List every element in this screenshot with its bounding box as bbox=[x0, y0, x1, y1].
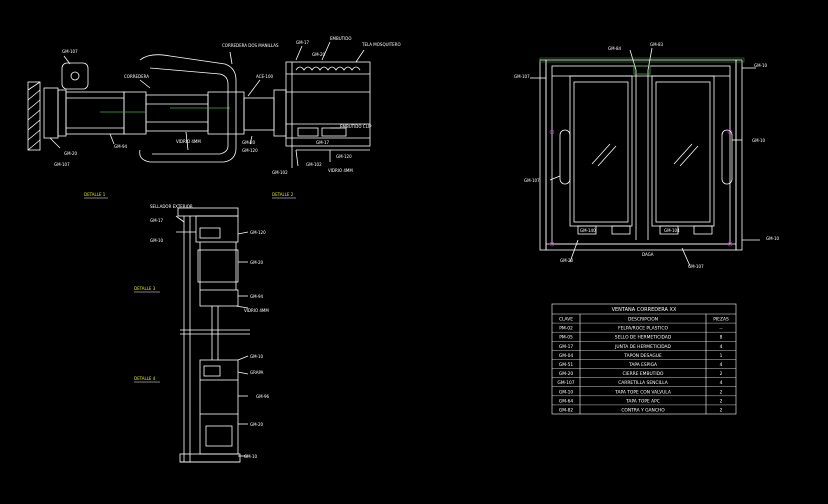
table-cell: GM-82 bbox=[559, 407, 574, 413]
label-e11: GM-104 bbox=[664, 228, 680, 233]
parts-table-rows: CLAVE DESCRIPCION PIEZAS PM-02 FELPA/ROCE PL… bbox=[552, 317, 736, 413]
label-a10: GM-120 bbox=[242, 148, 258, 153]
vertical-section-detail bbox=[175, 207, 250, 463]
label-a15: EMBUTIDO CLIP bbox=[340, 124, 372, 129]
section-tag-3: DETALLE 3 bbox=[134, 286, 156, 291]
label-a14: GM-20 bbox=[312, 52, 326, 57]
table-cell: -- bbox=[719, 327, 723, 332]
table-cell: GM-107 bbox=[557, 380, 574, 386]
label-v7: VIDRIO 4MM bbox=[244, 308, 269, 313]
horizontal-section-labels: GM-107 CORREDERA DOS MANILLAS CORREDERA … bbox=[54, 36, 401, 197]
label-v1: SELLADOR EXTERIOR bbox=[150, 204, 193, 209]
table-header-cell: CLAVE bbox=[559, 317, 573, 323]
window-elevation bbox=[530, 47, 760, 267]
table-cell: PM-02 bbox=[559, 326, 573, 332]
label-e9: GM-107 bbox=[688, 264, 704, 269]
table-cell: 2 bbox=[720, 389, 723, 395]
label-a12: TELA MOSQUITERO bbox=[361, 42, 401, 47]
parts-table bbox=[551, 303, 737, 415]
latch-block bbox=[61, 62, 89, 90]
table-cell: TAPA TOPE APC bbox=[625, 398, 660, 404]
vertical-section-labels: SELLADOR EXTERIOR GM-17 GM-10 GM-120 GM-… bbox=[134, 204, 270, 459]
table-cell: TAPON DESAGUE bbox=[623, 353, 662, 359]
label-v2: GM-17 bbox=[150, 218, 164, 223]
label-v9: GRAPA bbox=[250, 370, 264, 375]
label-e7: GM-20 bbox=[560, 258, 574, 263]
table-cell: 8 bbox=[720, 335, 723, 341]
table-cell: GM-10 bbox=[559, 389, 574, 395]
label-e5: GM-10 bbox=[752, 138, 766, 143]
label-a6: GM-20 bbox=[64, 151, 78, 156]
table-cell: CONTRA Y GANCHO bbox=[621, 407, 665, 413]
section-tag-4: DETALLE 4 bbox=[134, 376, 156, 381]
table-cell: 2 bbox=[720, 371, 723, 377]
table-cell: 2 bbox=[720, 407, 723, 413]
label-a11: EMBUTIDO bbox=[330, 36, 352, 41]
window-elevation-labels: GM-84 GM-83 GM-10 GM-107 GM-10 GM-107 GM… bbox=[514, 42, 780, 269]
label-a17: GM-120 bbox=[336, 154, 352, 159]
horizontal-section-detail bbox=[27, 41, 371, 168]
table-cell: 4 bbox=[720, 380, 723, 386]
table-cell: TAPA TOPE CON VALVULA bbox=[614, 389, 671, 395]
label-a1: GM-107 bbox=[62, 49, 78, 54]
table-cell: JUNTA DE HERMETICIDAD bbox=[614, 344, 671, 350]
window-elevation-accents bbox=[539, 57, 745, 247]
label-a5: GM-107 bbox=[54, 162, 70, 167]
table-cell: GM-04 bbox=[559, 353, 574, 359]
sash-handle-outline bbox=[139, 54, 237, 163]
table-cell: 4 bbox=[720, 362, 723, 368]
table-header-cell: DESCRIPCION bbox=[628, 317, 658, 323]
label-a9: GM-20 bbox=[242, 140, 256, 145]
table-cell: TAPA ESPIGA bbox=[628, 362, 657, 368]
table-cell: GM-51 bbox=[559, 362, 574, 368]
label-a8: ACE-100 bbox=[256, 74, 274, 79]
table-cell: 4 bbox=[720, 344, 723, 350]
label-e6: GM-107 bbox=[524, 178, 540, 183]
label-e10: GM-140 bbox=[580, 228, 596, 233]
label-a13: GM-17 bbox=[296, 40, 310, 45]
label-a4: VIDRIO 4MM bbox=[176, 139, 201, 144]
label-e3: GM-10 bbox=[754, 63, 768, 68]
label-v3: GM-10 bbox=[150, 238, 164, 243]
label-v8: GM-10 bbox=[250, 354, 264, 359]
label-a3: CORREDERA bbox=[124, 74, 149, 79]
label-v5: GM-20 bbox=[250, 260, 264, 265]
label-a18: GM-102 bbox=[272, 170, 288, 175]
label-v6: GM-94 bbox=[250, 294, 264, 299]
label-e12: DAGA bbox=[642, 252, 654, 257]
table-cell: CIERRE EMBUTIDO bbox=[622, 371, 664, 377]
label-v11: GM-20 bbox=[250, 422, 264, 427]
section-tag-2: DETALLE 2 bbox=[272, 192, 294, 197]
label-v12: GM-10 bbox=[244, 454, 258, 459]
label-a16: GM-17 bbox=[316, 140, 330, 145]
table-header-cell: PIEZAS bbox=[713, 317, 729, 323]
table-cell: GM-20 bbox=[559, 371, 574, 377]
label-a19: VIDRIO 4MM bbox=[328, 168, 353, 173]
label-v4: GM-120 bbox=[250, 230, 266, 235]
table-cell: GM-64 bbox=[559, 398, 574, 404]
table-cell: GM-17 bbox=[559, 344, 574, 350]
table-cell: 1 bbox=[720, 353, 723, 359]
label-e2: GM-83 bbox=[650, 42, 664, 47]
table-cell: SELLO DE HERMETICIDAD bbox=[615, 335, 672, 341]
label-e8: GM-10 bbox=[766, 236, 780, 241]
label-a7: GM-94 bbox=[114, 144, 128, 149]
wall-hatch bbox=[27, 81, 41, 151]
section-tag-1: DETALLE 1 bbox=[84, 192, 106, 197]
label-v10: GM-96 bbox=[256, 394, 270, 399]
parts-table-title: VENTANA CORREDERA XX bbox=[612, 307, 677, 313]
label-a2: CORREDERA DOS MANILLAS bbox=[222, 43, 279, 48]
table-cell: FELPA/ROCE PLASTICO bbox=[618, 326, 668, 332]
table-cell: 2 bbox=[720, 398, 723, 404]
table-cell: CARRETILLA SENCILLA bbox=[618, 380, 668, 386]
label-e1: GM-84 bbox=[608, 46, 622, 51]
table-cell: PM-05 bbox=[559, 335, 573, 341]
label-a20: GM-102 bbox=[306, 162, 322, 167]
label-e4: GM-107 bbox=[514, 74, 530, 79]
